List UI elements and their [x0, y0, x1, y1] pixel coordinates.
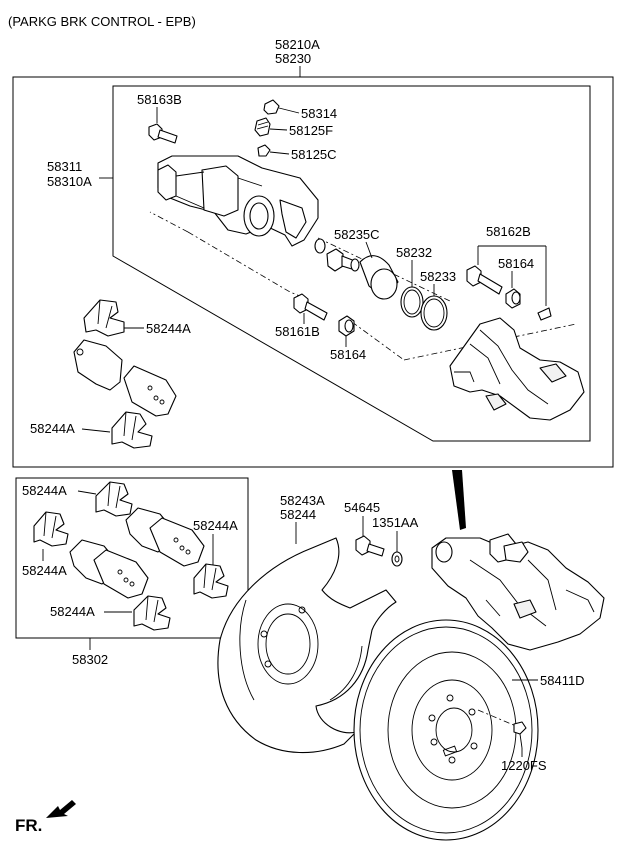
guide-bolt-lower-part [293, 293, 328, 321]
disc-screw-part [513, 721, 527, 749]
carrier-bracket-part [449, 317, 585, 421]
outer-assembly-box [12, 76, 614, 468]
leader-clip-lower-inner [81, 428, 111, 433]
bleeder-screw-part [254, 117, 271, 137]
pad-kit-pad-lower-part [69, 539, 149, 599]
caliper-body-part [157, 155, 319, 247]
cap-58314-part [263, 99, 280, 115]
clip-lower-inner-part [111, 411, 153, 449]
diagram-title: (PARKG BRK CONTROL - EPB) [8, 14, 196, 29]
label-guide-bolt-upper: 58163B [137, 92, 182, 107]
label-shield-a: 58243A [280, 493, 325, 508]
label-asm-main-a: 58210A [275, 37, 320, 52]
label-disc: 58411D [540, 673, 585, 688]
label-caliper-b: 58310A [47, 174, 92, 189]
leader-bleeder-cap [269, 151, 290, 155]
label-piston-seal-kit: 58235C [334, 227, 380, 242]
label-clip-lower-inner: 58244A [30, 421, 75, 436]
bleeder-cap-part [257, 144, 271, 157]
axis-line-mid [351, 321, 405, 361]
label-cap-58314: 58314 [301, 106, 337, 121]
label-shield-b: 58244 [280, 507, 316, 522]
label-boot-rear: 58164 [498, 256, 534, 271]
label-clip-upper-inner: 58244A [146, 321, 191, 336]
dust-boot-part [420, 295, 448, 331]
label-pad-kit: 58302 [72, 652, 108, 667]
caliper-group-outline [112, 85, 591, 442]
boot-rear-part [505, 288, 521, 309]
label-dust-boot: 58233 [420, 269, 456, 284]
leader-piston-seal-kit [365, 241, 373, 259]
leader-bleeder-screw [269, 128, 288, 131]
label-bleeder-screw: 58125F [289, 123, 333, 138]
pad-kit-clip-2-part [33, 511, 69, 547]
brake-pad-outer-part [123, 365, 177, 417]
pad-kit-clip-1-part [95, 481, 133, 517]
guide-bolt-rear-part [466, 265, 503, 295]
guide-bolt-upper-part [148, 123, 178, 144]
brake-disc-part [353, 619, 539, 841]
pin-rear-part [537, 307, 552, 321]
axis-line-upper [187, 231, 301, 297]
pad-kit-pad-upper-part [125, 507, 205, 567]
label-guide-bolt-rear: 58162B [486, 224, 531, 239]
label-pad-kit-clip-4: 58244A [50, 604, 95, 619]
clip-upper-inner-part [83, 299, 125, 337]
label-asm-main-b: 58230 [275, 51, 311, 66]
label-guide-bolt-lower: 58161B [275, 324, 320, 339]
pad-kit-clip-3-part [193, 563, 229, 599]
brake-pad-inner-part [73, 339, 123, 391]
label-pad-kit-clip-3: 58244A [193, 518, 238, 533]
label-disc-screw: 1220FS [501, 758, 547, 773]
washer-part [391, 551, 403, 567]
label-boot-lower: 58164 [330, 347, 366, 362]
leader-pad-kit-clip-1 [77, 490, 97, 495]
piston-part [359, 255, 399, 300]
assembly-arrow [452, 470, 466, 530]
front-direction-label: FR. [15, 816, 42, 835]
label-caliper-a: 58311 [47, 159, 82, 174]
label-pad-kit-clip-2: 58244A [22, 563, 67, 578]
label-washer: 1351AA [372, 515, 419, 530]
bolt-54645-part [355, 535, 385, 557]
pad-kit-clip-4-part [133, 595, 171, 631]
dust-shield-part [217, 537, 397, 754]
assembled-caliper-part [431, 533, 605, 651]
label-bleeder-cap: 58125C [291, 147, 337, 162]
leader-cap-58314 [278, 107, 300, 114]
label-bolt-54645: 54645 [344, 500, 380, 515]
axis-line-lower [149, 211, 189, 233]
label-piston-seal: 58232 [396, 245, 432, 260]
boot-lower-part [338, 315, 355, 337]
piston-bolt-part [326, 248, 360, 272]
o-ring-small-part [314, 238, 326, 254]
label-pad-kit-clip-1: 58244A [22, 483, 67, 498]
front-direction-arrow-icon [46, 800, 76, 818]
